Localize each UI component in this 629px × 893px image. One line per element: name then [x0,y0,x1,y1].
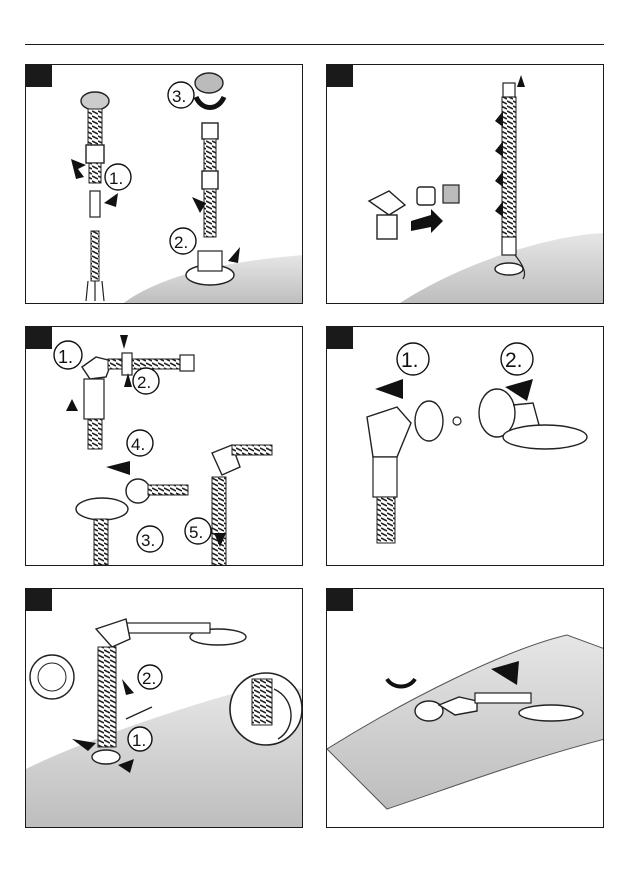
step-label: 5. [189,523,203,542]
handshower-head [519,705,583,721]
clip-ring [122,353,132,375]
rotate-arrow [196,97,224,108]
hose-segment [502,97,516,237]
connector [90,191,100,217]
base-plate [92,750,120,764]
step-label: 2. [505,349,523,372]
arrow-left [375,379,403,399]
elbow-piece [96,619,130,647]
base-plate [76,498,128,520]
connector [503,83,515,97]
hose-segment [377,497,395,543]
hose-segment [88,109,102,145]
hose-segment [91,231,99,281]
rotate-arrow [387,679,415,687]
hose-segment [126,623,210,633]
handshower-head [503,425,587,449]
handshower-head [81,92,109,110]
step-label: 1. [401,349,419,372]
step-panel-5: 2. 1. [25,588,303,828]
arrow-down [122,679,134,695]
step-label: 1. [58,347,73,367]
arrow-down [71,159,86,179]
arrow-up [228,247,240,263]
arrow-up [66,399,78,411]
hose-nut [202,123,218,139]
step-label: 4. [131,435,145,454]
outlet-body [84,379,104,419]
bathtub-surface [327,635,604,809]
hose-segment [475,693,531,703]
mount [198,251,222,271]
escutcheon [415,701,443,721]
hose-nut [86,145,104,163]
step-label: 2. [142,669,156,688]
outlet-body [373,457,397,497]
step-panel-6 [326,588,604,828]
arrow-right [411,209,443,233]
hose-nut [202,171,218,189]
step-panel-2 [326,64,604,304]
header-rule [25,44,604,45]
handshower-head [195,73,223,93]
outlet-body [377,215,397,239]
hose-segment [204,139,216,171]
step-label: 2. [137,373,151,392]
step-label: 2. [174,233,188,252]
arrow-up [104,193,118,207]
arrow-left [106,461,130,475]
step-panel-3: 1. 2. 4. 3. 5. [25,326,303,566]
elbow-piece [369,191,405,215]
hose-segment [89,163,101,183]
step-panel-4: 1. 2. [326,326,604,566]
hose-end [86,281,104,301]
elbow-piece [367,407,411,457]
step-label: 3. [141,531,155,550]
escutcheon [415,401,443,441]
hose-segment [252,679,272,725]
connector [502,237,516,255]
hose-segment [88,419,102,449]
step-label: 1. [132,731,146,750]
nut [443,185,459,203]
base-plate [495,263,523,275]
hose-segment [148,485,188,495]
step-label: 3. [172,87,186,106]
hose-segment [94,519,108,565]
arrow-up [517,75,525,87]
clip-ring [417,187,435,205]
hose-segment [232,445,272,455]
step-panel-1: 1. 3. 2. [25,64,303,304]
hose-nut [180,355,194,371]
hose-segment [98,647,116,747]
hose-segment [212,477,226,566]
step-label: 1. [109,169,123,188]
hose-segment [204,189,216,237]
arrow-down [120,335,128,349]
